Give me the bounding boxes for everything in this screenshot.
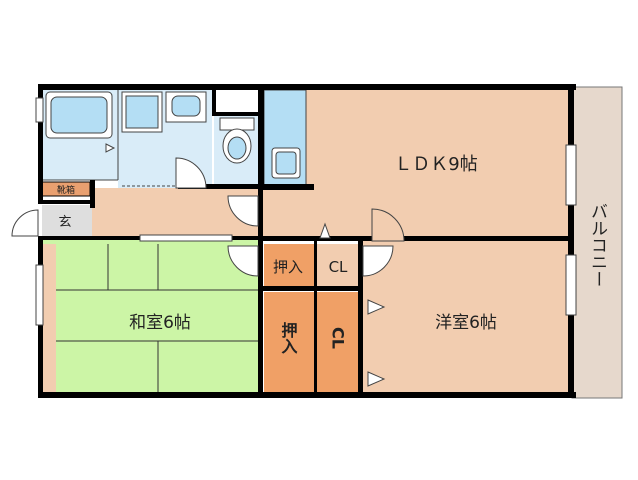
yoshitsu-floor [362, 240, 572, 393]
ldk-label: ＬＤＫ9帖 [394, 154, 477, 175]
cl-top-floor [316, 244, 360, 286]
cl-side-floor [316, 292, 360, 393]
washitsu-left-strip [42, 244, 56, 393]
tatami-lines [56, 244, 262, 393]
oshiire-side-label: 押入 [279, 321, 298, 354]
door-swing-icon [11, 143, 405, 387]
shoebox-label: 靴箱 [57, 184, 75, 196]
window-icon [35, 97, 577, 326]
balcony-label: バルコニー [587, 203, 607, 288]
washbasin-icon [165, 91, 207, 123]
oshiire-top-label: 押入 [273, 258, 303, 276]
sliding-door [122, 185, 233, 242]
yoshitsu-label: 洋室6帖 [435, 313, 497, 333]
ldk-floor [262, 88, 572, 240]
washitsu-label: 和室6帖 [129, 313, 191, 333]
balcony [571, 86, 623, 399]
washitsu-floor [42, 240, 262, 393]
genkan-floor [42, 205, 92, 240]
oshiire-side-floor [264, 292, 314, 393]
cl-side-label: CL [329, 327, 348, 349]
washing-machine-icon [121, 91, 163, 133]
genkan-label: 玄 [58, 215, 71, 230]
oshiire-top-floor [264, 244, 314, 286]
cl-top-label: CL [329, 258, 348, 276]
toilet-icon [219, 117, 255, 164]
bathtub-icon [42, 88, 119, 181]
kitchen-sink-icon [271, 147, 301, 179]
